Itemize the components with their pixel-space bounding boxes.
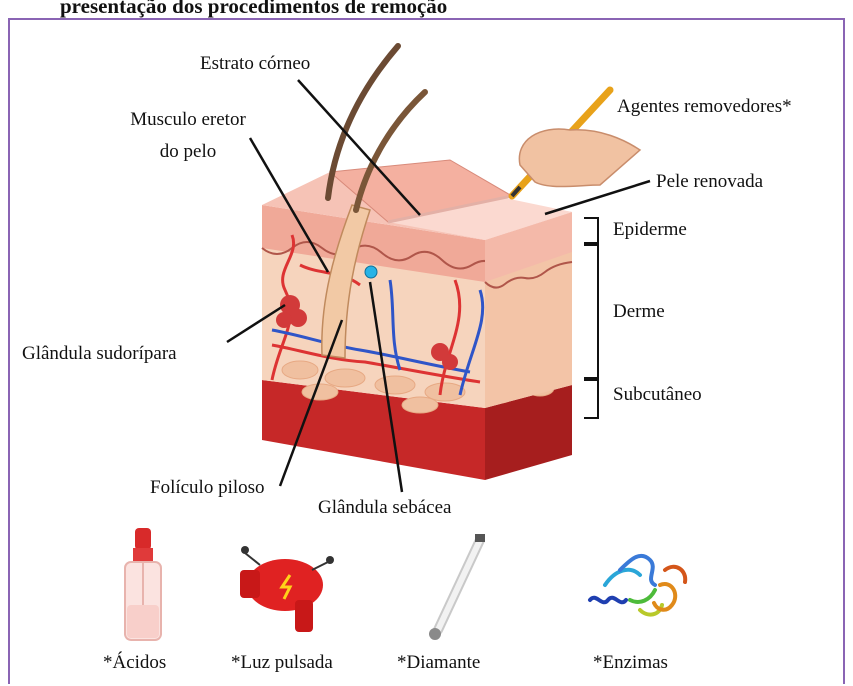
label-epiderme: Epiderme <box>613 219 687 241</box>
label-pele-renovada: Pele renovada <box>656 171 763 193</box>
dropper-bottle-icon <box>125 528 161 640</box>
tool-label-luz-pulsada: *Luz pulsada <box>231 652 333 674</box>
label-agentes-removedores: Agentes removedores* <box>617 96 792 118</box>
label-musculo-eretor-l2: do pelo <box>108 141 268 163</box>
label-foliculo-piloso: Folículo piloso <box>150 477 265 499</box>
label-glandula-sudoripara: Glândula sudorípara <box>22 343 177 365</box>
tool-label-acidos: *Ácidos <box>103 652 166 674</box>
tool-label-enzimas: *Enzimas <box>593 652 668 674</box>
ray-gun-icon <box>240 546 334 632</box>
label-estrato-corneo: Estrato córneo <box>200 53 310 75</box>
sebaceous-gland <box>365 266 377 278</box>
diamond-tip-wand-icon <box>429 534 485 640</box>
label-musculo-eretor-l1: Musculo eretor <box>108 109 268 131</box>
tool-label-diamante: *Diamante <box>397 652 480 674</box>
label-derme: Derme <box>613 301 665 323</box>
label-glandula-sebacea: Glândula sebácea <box>318 497 451 519</box>
label-subcutaneo: Subcutâneo <box>613 384 702 406</box>
layer-brackets <box>584 218 598 418</box>
protein-structure-icon <box>590 556 685 615</box>
